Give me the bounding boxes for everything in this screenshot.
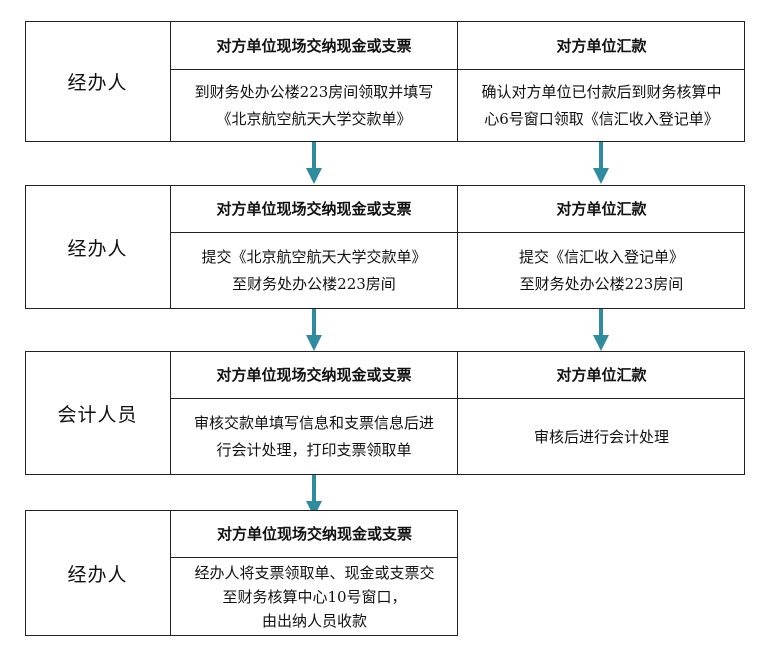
step-3-right-text: 审核后进行会计处理 (533, 427, 669, 446)
step-3-box (25, 351, 745, 475)
step-2-box (25, 185, 745, 309)
arrow-down-icon (593, 309, 609, 351)
step-2-left-text: 提交《北京航空航天大学交款单》 至财务处办公楼223房间 (201, 248, 427, 293)
arrow-down-icon (593, 142, 609, 184)
step-1-left-text: 到财务处办公楼223房间领取并填写 《北京航空航天大学交款单》 (194, 83, 434, 128)
step-4-left-header: 对方单位现场交纳现金或支票 (216, 525, 412, 543)
step-1-role: 经办人 (67, 72, 128, 94)
step-2-right-text: 提交《信汇收入登记单》 至财务处办公楼223房间 (518, 248, 684, 293)
step-4-role: 经办人 (67, 563, 128, 586)
step-2-role: 经办人 (67, 237, 128, 260)
arrow-down-icon (306, 475, 322, 517)
step-3-right-header: 对方单位汇款 (556, 366, 647, 384)
step-3-left-header: 对方单位现场交纳现金或支票 (216, 366, 412, 384)
arrow-down-icon (306, 142, 322, 184)
arrow-down-icon (306, 309, 322, 351)
step-1-right-text: 确认对方单位已付款后到财务核算中 心6号窗口领取《信汇收入登记单》 (481, 83, 722, 128)
step-3-role: 会计人员 (57, 403, 138, 426)
step-1-left-header: 对方单位现场交纳现金或支票 (216, 36, 412, 55)
step-4-left-text: 经办人将支票领取单、现金或支票交 至财务核算中心10号窗口， 由出纳人员收款 (194, 564, 435, 630)
step-2-right-header: 对方单位汇款 (556, 200, 647, 218)
step-3-left-text: 审核交款单填写信息和支票信息后进 行会计处理，打印支票领取单 (193, 414, 434, 459)
step-1-box (25, 21, 745, 142)
step-2-left-header: 对方单位现场交纳现金或支票 (216, 200, 412, 218)
step-4-box (25, 510, 458, 636)
step-1-right-header: 对方单位汇款 (556, 36, 647, 55)
